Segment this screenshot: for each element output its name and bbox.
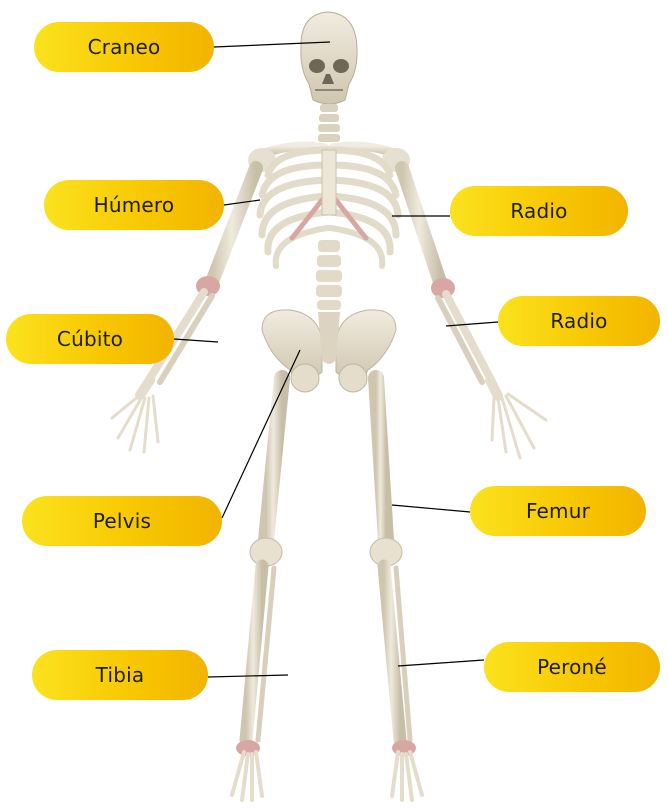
lumbar-spine <box>316 240 342 310</box>
leader-perone <box>398 660 484 666</box>
skull <box>301 12 357 104</box>
leader-femur <box>392 505 470 512</box>
label-perone: Peroné <box>484 642 660 692</box>
label-craneo: Craneo <box>34 22 214 72</box>
label-radio-upper: Radio <box>450 186 628 236</box>
leader-pelvis <box>222 350 300 518</box>
label-pelvis: Pelvis <box>22 496 222 546</box>
label-tibia: Tibia <box>32 650 208 700</box>
leader-cubito <box>174 339 218 342</box>
cervical-spine <box>318 104 340 142</box>
label-humero: Húmero <box>44 180 224 230</box>
label-radio-lower: Radio <box>498 296 660 346</box>
label-femur: Femur <box>470 486 646 536</box>
label-cubito: Cúbito <box>6 314 174 364</box>
right-leg <box>370 378 422 800</box>
